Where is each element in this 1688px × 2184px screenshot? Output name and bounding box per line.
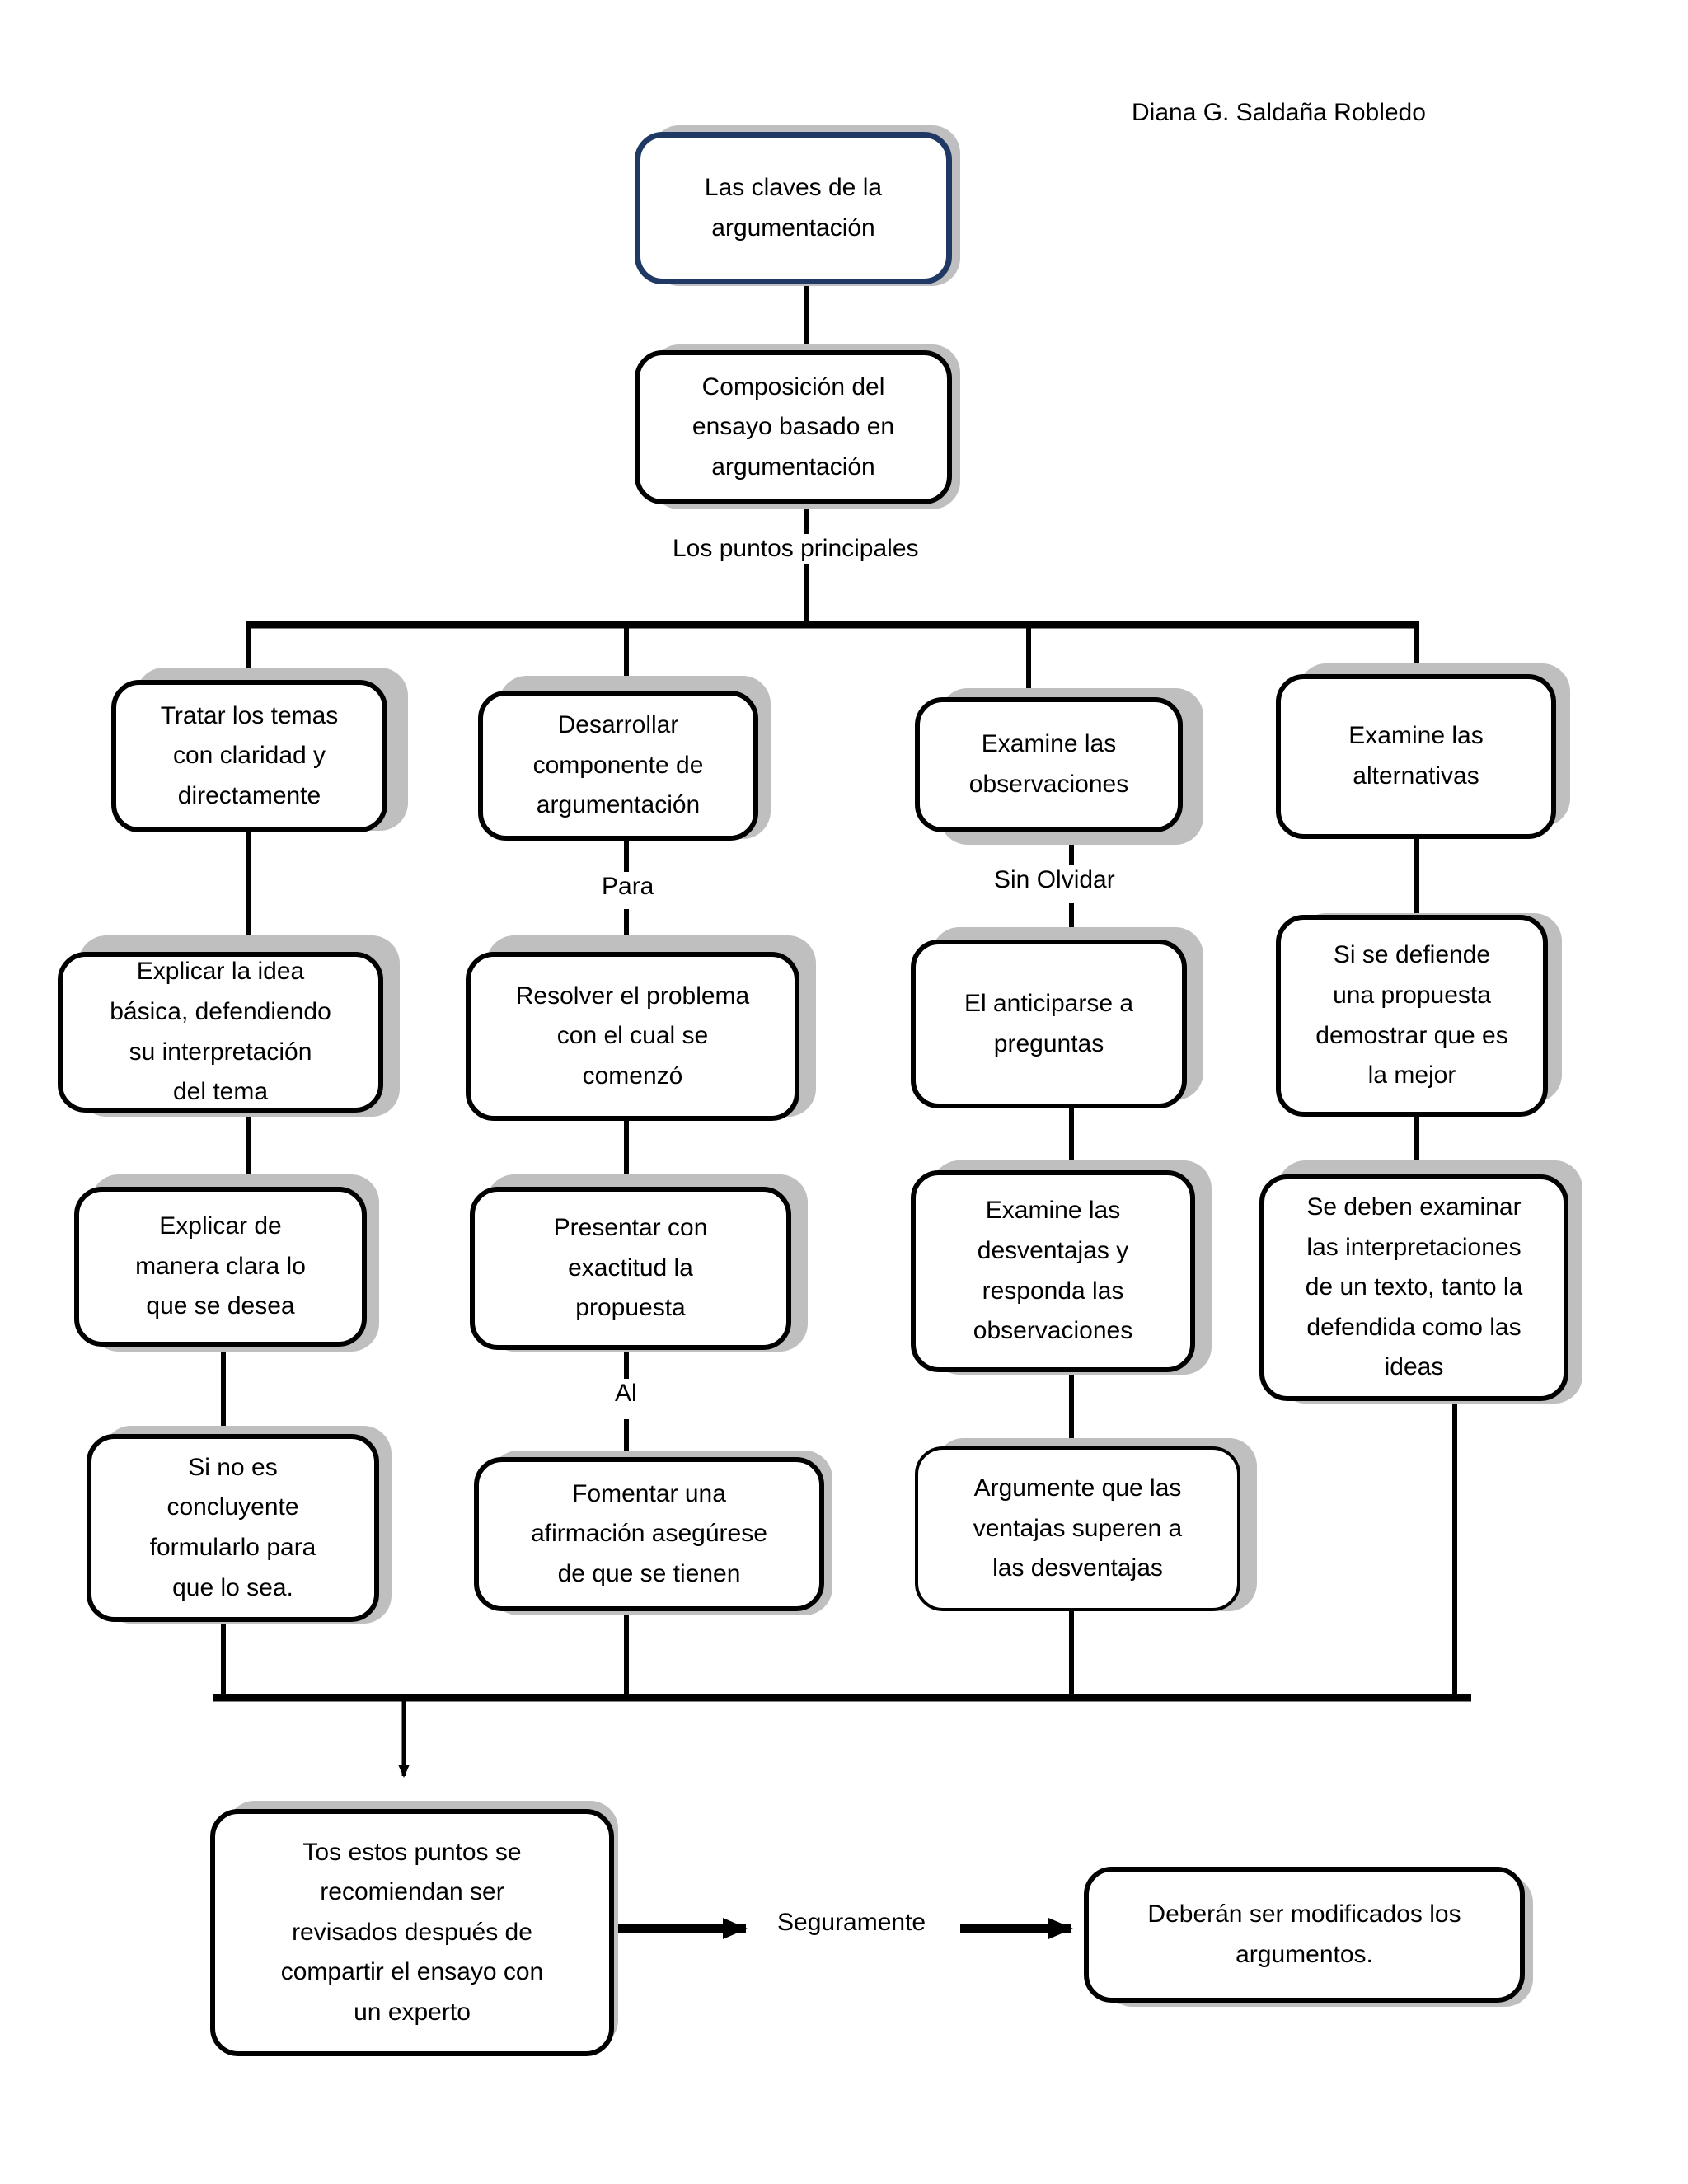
node-label: Si no es concluyente formularlo para que… (149, 1453, 316, 1601)
node-c2r2[interactable]: Resolver el problema con el cual se come… (466, 952, 799, 1121)
node-label: Composición del ensayo basado en argumen… (692, 373, 895, 480)
node-c3r4[interactable]: Argumente que las ventajas superen a las… (915, 1446, 1240, 1611)
node-label: Examine las desventajas y responda las o… (973, 1197, 1133, 1345)
edge-label-al: Al (608, 1379, 644, 1408)
node-root[interactable]: Las claves de la argumentación (635, 132, 952, 284)
node-c4r1[interactable]: Examine las alternativas (1276, 674, 1556, 839)
edge-label-para: Para (595, 872, 661, 902)
node-label: Presentar con exactitud la propuesta (553, 1214, 708, 1322)
node-label: Las claves de la argumentación (704, 173, 883, 241)
node-label: Argumente que las ventajas superen a las… (973, 1474, 1183, 1582)
author-credit: Diana G. Saldaña Robledo (1132, 99, 1426, 126)
node-c1r3[interactable]: Explicar de manera clara lo que se desea (74, 1187, 367, 1347)
node-label: Examine las alternativas (1348, 722, 1484, 790)
edge-label-seguramente: Seguramente (771, 1908, 933, 1938)
node-final-right[interactable]: Deberán ser modificados los argumentos. (1084, 1867, 1525, 2003)
node-label: Deberán ser modificados los argumentos. (1147, 1900, 1461, 1968)
node-label: Explicar de manera clara lo que se desea (135, 1212, 306, 1320)
node-c2r4[interactable]: Fomentar una afirmación asegúrese de que… (474, 1457, 824, 1611)
node-c1r1[interactable]: Tratar los temas con claridad y directam… (111, 680, 387, 832)
node-c4r2[interactable]: Si se defiende una propuesta demostrar q… (1276, 915, 1548, 1117)
node-label: Examine las observaciones (968, 730, 1129, 798)
node-c1r2[interactable]: Explicar la idea básica, defendiendo su … (58, 952, 383, 1113)
node-c2r1[interactable]: Desarrollar componente de argumentación (478, 691, 758, 841)
node-label: Tos estos puntos se recomiendan ser revi… (280, 1838, 544, 2026)
node-c3r3[interactable]: Examine las desventajas y responda las o… (911, 1170, 1195, 1372)
node-label: Se deben examinar las interpretaciones d… (1305, 1193, 1523, 1381)
node-label: Si se defiende una propuesta demostrar q… (1315, 941, 1508, 1090)
node-label: Explicar la idea básica, defendiendo su … (110, 958, 331, 1106)
node-label: Resolver el problema con el cual se come… (515, 982, 750, 1090)
node-final-left[interactable]: Tos estos puntos se recomiendan ser revi… (210, 1809, 614, 2056)
node-label: Tratar los temas con claridad y directam… (160, 701, 339, 809)
node-c1r4[interactable]: Si no es concluyente formularlo para que… (87, 1434, 379, 1622)
node-label: El anticiparse a preguntas (964, 989, 1134, 1057)
node-label: Desarrollar componente de argumentación (532, 711, 704, 819)
edge-label-puntos-principales: Los puntos principales (666, 534, 926, 564)
node-composicion[interactable]: Composición del ensayo basado en argumen… (635, 350, 952, 504)
edge-label-sin-olvidar: Sin Olvidar (987, 865, 1122, 895)
node-label: Fomentar una afirmación asegúrese de que… (531, 1479, 767, 1587)
node-c2r3[interactable]: Presentar con exactitud la propuesta (470, 1187, 791, 1350)
node-c4r3[interactable]: Se deben examinar las interpretaciones d… (1259, 1174, 1568, 1401)
node-c3r1[interactable]: Examine las observaciones (915, 697, 1183, 832)
node-c3r2[interactable]: El anticiparse a preguntas (911, 940, 1187, 1108)
